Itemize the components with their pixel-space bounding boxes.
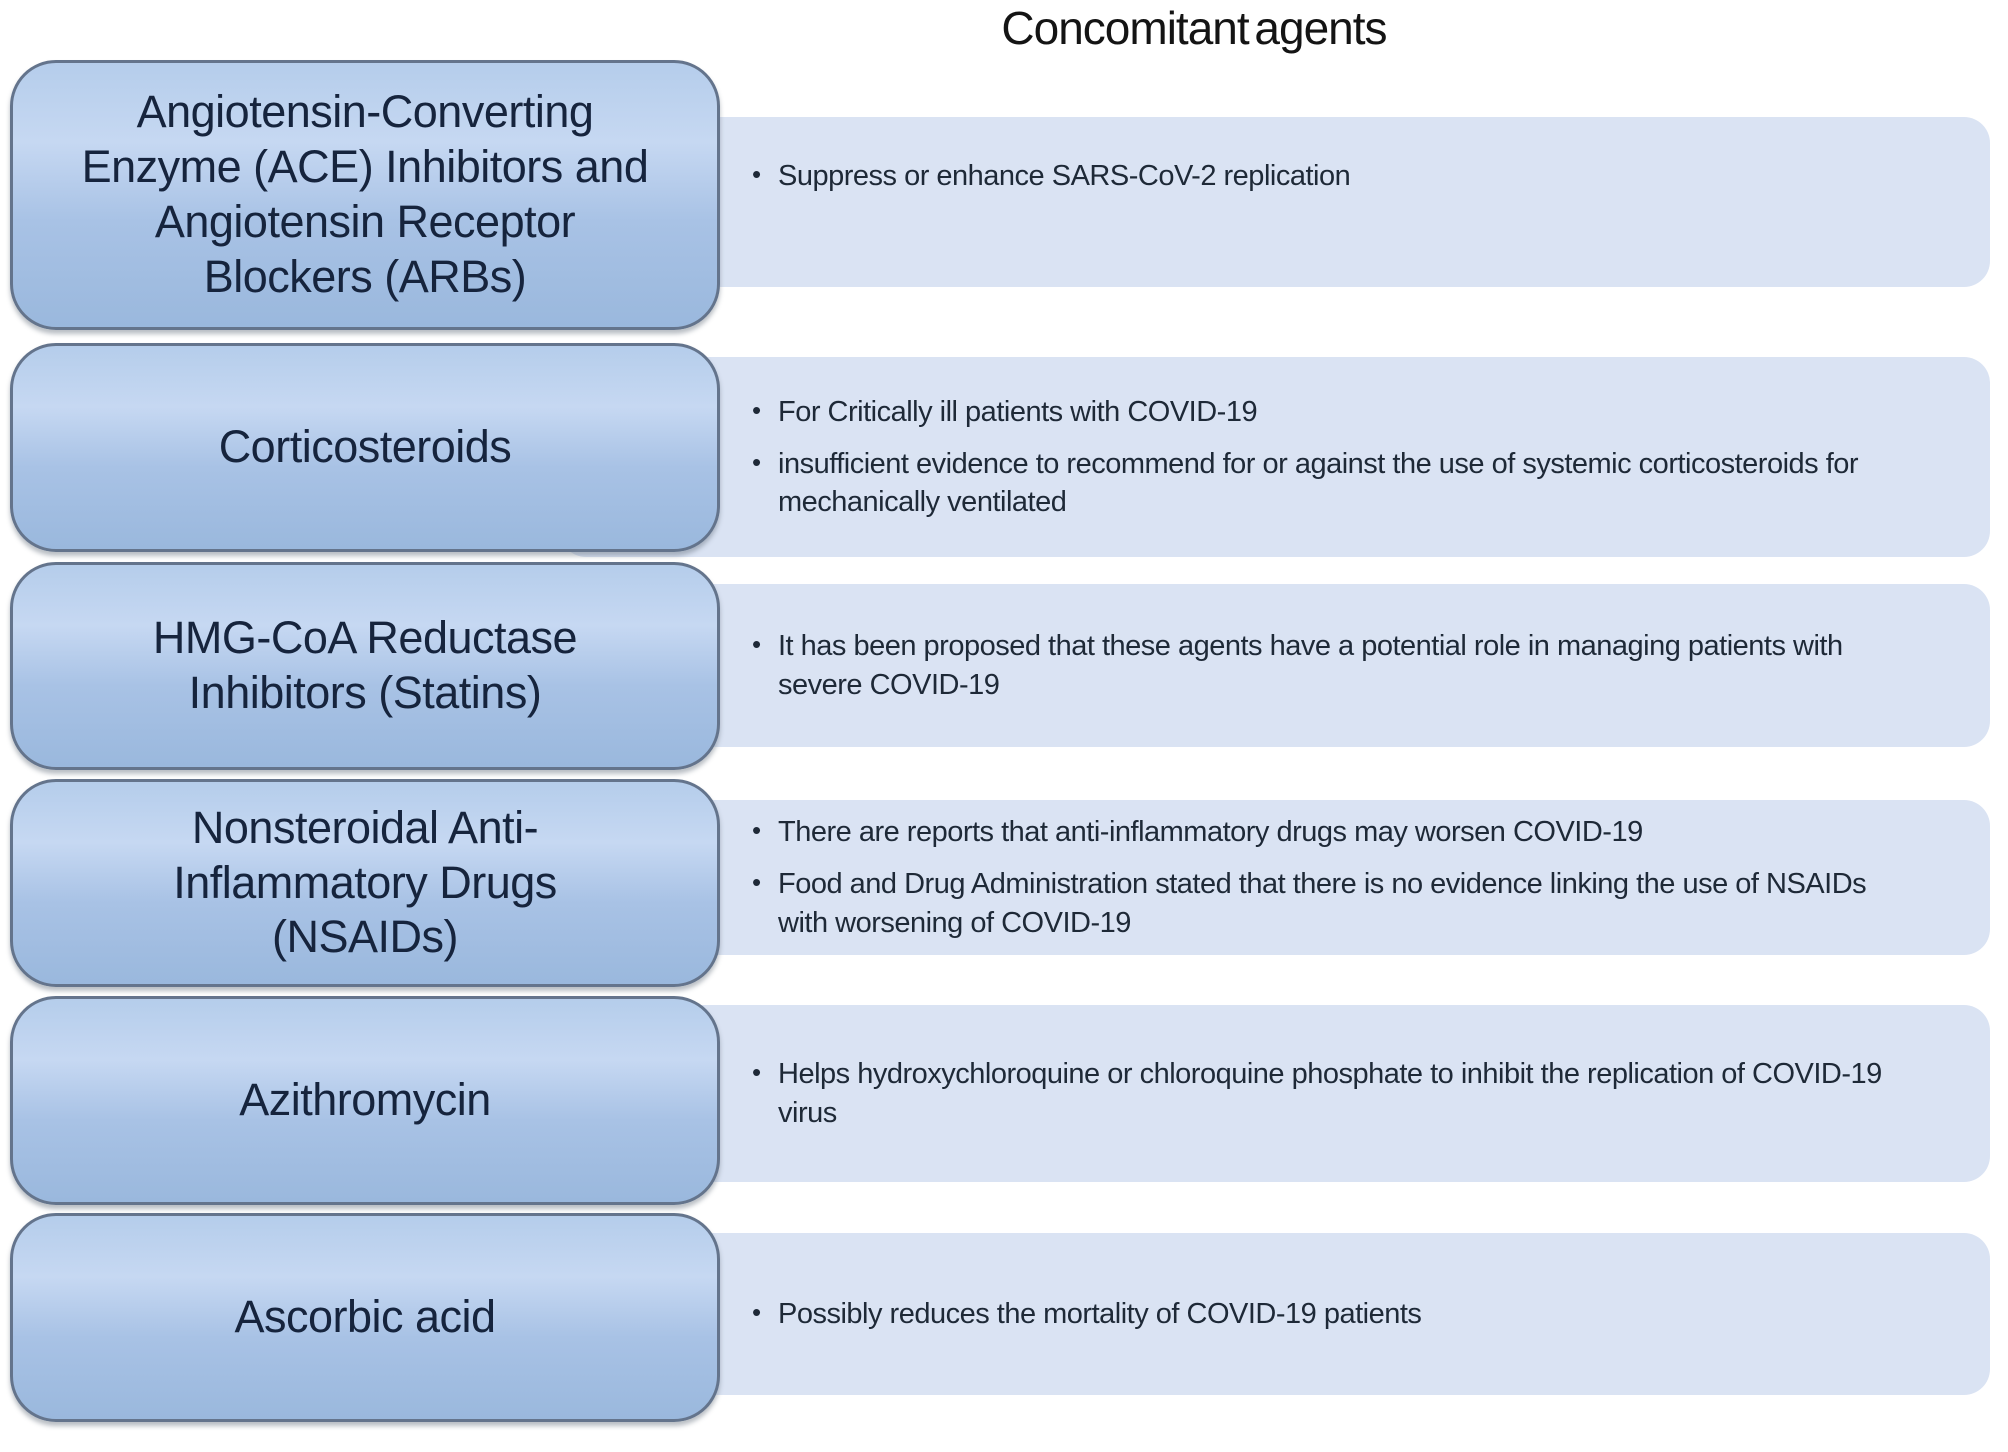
agent-name-line: Enzyme (ACE) Inhibitors and (81, 141, 649, 193)
agent-name-line: Azithromycin (239, 1074, 491, 1126)
bullet-text: Possibly reduces the mortality of COVID-… (778, 1297, 1422, 1330)
agent-detail-panel: • Helps hydroxychloroquine or chloroquine… (560, 1005, 1990, 1182)
bullet-text: Food and Drug Administration stated that… (778, 868, 1867, 939)
bullet-text: Helps hydroxychloroquine or chloroquine … (778, 1058, 1882, 1129)
bullet-list: • Possibly reduces the mortality of COVID… (752, 1295, 1922, 1333)
bullet-item: • There are reports that anti-inflammator… (752, 813, 1922, 851)
agent-name-box: Azithromycin (10, 996, 720, 1205)
bullet-text: It has been proposed that these agents h… (778, 630, 1843, 701)
bullet-icon: • (752, 1057, 761, 1088)
bullet-item: • Helps hydroxychloroquine or chloroquine… (752, 1055, 1922, 1132)
bullet-item: • Suppress or enhance SARS-CoV-2 replicat… (752, 157, 1922, 195)
agent-name-line: Blockers (ARBs) (203, 250, 527, 302)
bullet-icon: • (752, 446, 761, 477)
bullet-icon: • (752, 158, 761, 189)
diagram-title: Concomitant agents (1001, 2, 1387, 54)
bullet-item: • It has been proposed that these agents … (752, 627, 1922, 704)
agent-detail-panel: • It has been proposed that these agents … (560, 584, 1990, 747)
bullet-icon: • (752, 815, 761, 846)
bullet-item: • Possibly reduces the mortality of COVID… (752, 1295, 1922, 1333)
bullet-item: • Food and Drug Administration stated tha… (752, 865, 1922, 942)
bullet-text: Suppress or enhance SARS-CoV-2 replicati… (778, 159, 1351, 192)
bullet-list: • Suppress or enhance SARS-CoV-2 replicat… (752, 157, 1922, 195)
agent-name-line: Angiotensin-Converting (136, 86, 594, 138)
bullet-item: • For Critically ill patients with COVID-… (752, 393, 1922, 431)
agent-name-box: Nonsteroidal Anti-Inflammatory Drugs(NSA… (10, 779, 720, 987)
bullet-item: • insufficient evidence to recommend for … (752, 445, 1922, 522)
bullet-list: • There are reports that anti-inflammator… (752, 813, 1922, 942)
bullet-icon: • (752, 394, 761, 425)
bullet-text: insufficient evidence to recommend for o… (778, 447, 1859, 519)
agent-name-line: Angiotensin Receptor (154, 196, 576, 247)
agent-detail-panel: • There are reports that anti-inflammator… (560, 800, 1990, 955)
agent-name-line: Nonsteroidal Anti- (191, 801, 539, 853)
bullet-list: • For Critically ill patients with COVID-… (752, 393, 1922, 522)
bullet-list: • Helps hydroxychloroquine or chloroquine… (752, 1055, 1922, 1132)
bullet-icon: • (752, 1296, 761, 1327)
agent-name-line: Inhibitors (Statins) (188, 667, 542, 718)
agent-detail-panel: • For Critically ill patients with COVID-… (560, 357, 1990, 557)
bullet-list: • It has been proposed that these agents … (752, 627, 1922, 704)
agent-name-line: (NSAIDs) (272, 911, 459, 963)
agent-name-line: Inflammatory Drugs (173, 856, 557, 908)
agent-name-line: Corticosteroids (218, 421, 512, 473)
bullet-text: For Critically ill patients with COVID-1… (778, 395, 1258, 428)
bullet-icon: • (752, 629, 761, 660)
bullet-icon: • (752, 867, 761, 898)
agent-name-line: Ascorbic acid (234, 1291, 496, 1343)
agent-detail-panel: • Suppress or enhance SARS-CoV-2 replicat… (560, 117, 1990, 287)
agent-name-box: Corticosteroids (10, 343, 720, 552)
agent-detail-panel: • Possibly reduces the mortality of COVID… (560, 1233, 1990, 1395)
agent-name-box: Ascorbic acid (10, 1213, 720, 1422)
agent-name-line: HMG-CoA Reductase (152, 612, 578, 664)
bullet-text: There are reports that anti-inflammatory… (778, 816, 1643, 849)
